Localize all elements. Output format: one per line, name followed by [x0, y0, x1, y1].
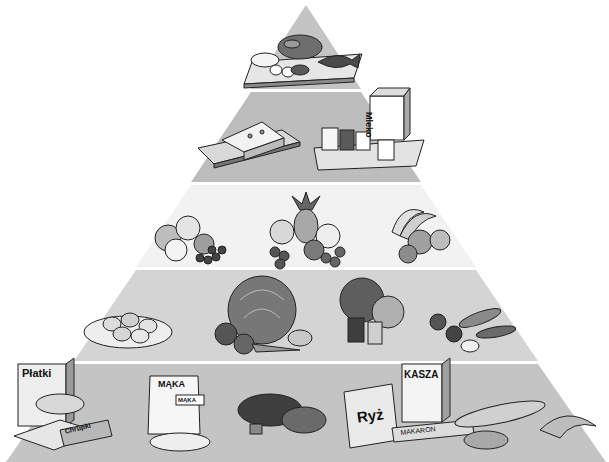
band-vegetables [74, 270, 538, 361]
potato [131, 329, 149, 343]
fish [318, 54, 360, 68]
cheese-hole [260, 130, 264, 134]
grape [335, 247, 345, 257]
groats-box [402, 364, 442, 422]
tomato [234, 334, 254, 354]
beet [430, 314, 446, 330]
glass [378, 140, 394, 160]
grape [218, 246, 226, 254]
carton-side [404, 88, 410, 140]
yogurt-cup [340, 130, 354, 150]
fruit [165, 239, 187, 261]
band-dairy [191, 92, 421, 182]
grape [330, 257, 340, 267]
crisps-box [60, 420, 112, 446]
pepper [348, 318, 364, 342]
grape [275, 259, 285, 269]
grains [14, 358, 596, 451]
flour-pile [150, 433, 210, 451]
sausage [291, 65, 309, 75]
pyramid-bands [6, 5, 606, 462]
rice-bag [344, 384, 398, 448]
orange [399, 245, 417, 263]
flour-label [176, 395, 204, 405]
tray-edge [244, 78, 354, 88]
pineapple [294, 209, 318, 243]
carton-label: Mleko [364, 112, 373, 138]
tomato [215, 323, 237, 345]
pineapple-leaf [292, 192, 320, 210]
croissant [540, 416, 596, 438]
vegetables [84, 276, 517, 354]
fruit [155, 192, 450, 269]
cheese-hole [248, 134, 252, 138]
potato [121, 313, 139, 327]
meat [278, 35, 322, 59]
roll [464, 431, 508, 449]
egg [270, 65, 282, 75]
cucumber [475, 324, 516, 341]
yogurt-cup [322, 128, 338, 150]
baguette [453, 396, 547, 433]
fruit [270, 220, 294, 244]
milk-carton [370, 96, 404, 140]
grape [270, 247, 280, 257]
grape [196, 254, 204, 262]
pepper [368, 322, 382, 344]
grape [204, 256, 212, 264]
bread [282, 407, 326, 433]
cabbage-leaf [240, 290, 284, 318]
band-fruit [136, 185, 476, 267]
bag-label: MĄKA [178, 397, 196, 403]
fruit [176, 216, 200, 240]
box-label: Płatki [22, 368, 51, 379]
potato [113, 327, 131, 341]
grape [208, 246, 216, 254]
cheese-side [244, 138, 284, 160]
beet [446, 326, 462, 342]
meat-tray [244, 35, 362, 88]
bowl [36, 394, 84, 414]
meat [284, 40, 300, 48]
cereal-box-side [66, 358, 74, 426]
carrot [252, 344, 300, 352]
band-grains [6, 364, 606, 462]
bag-label: Ryż [356, 406, 385, 425]
radish [461, 340, 479, 352]
orange [430, 230, 450, 250]
box-label: KASZA [404, 370, 438, 380]
dairy-products [198, 88, 424, 170]
carton-top [370, 88, 410, 96]
grape [321, 253, 331, 263]
bread-slice [250, 424, 262, 434]
cabbage [228, 276, 296, 344]
bag-label: MĄKA [158, 380, 185, 389]
onion [288, 330, 312, 346]
groats-box-side [442, 358, 450, 422]
